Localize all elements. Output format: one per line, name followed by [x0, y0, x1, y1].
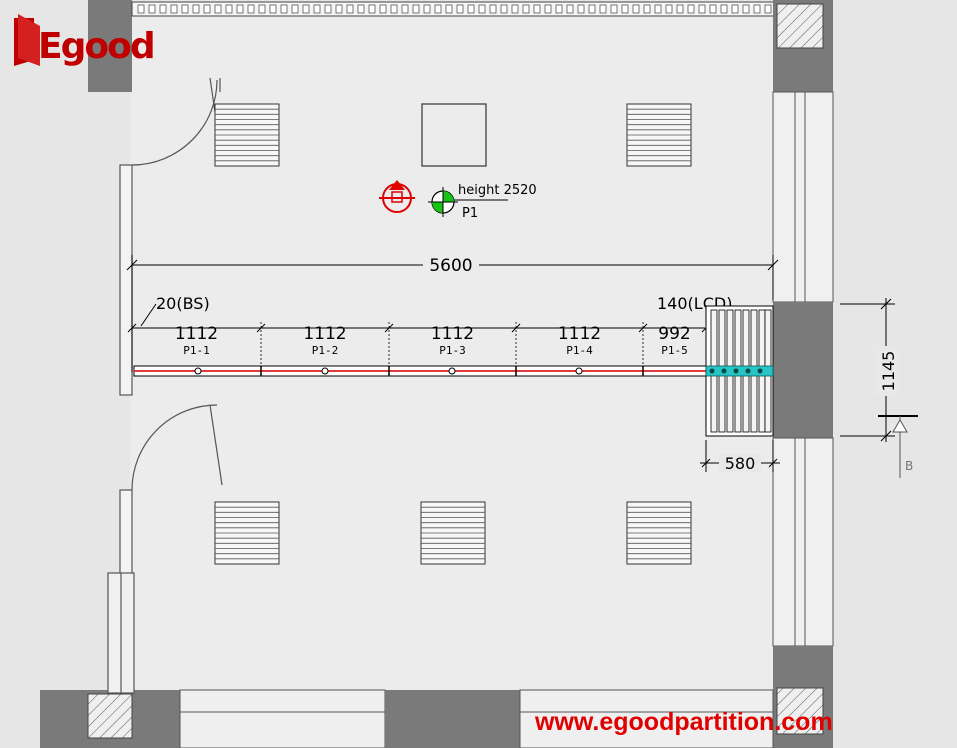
door-swing-bottom — [131, 404, 218, 491]
dimension-tick — [127, 323, 137, 333]
logo-text: Egood — [38, 26, 154, 67]
panel-stack — [705, 305, 774, 437]
height-label: height 2520 — [458, 183, 537, 198]
partition-track — [133, 365, 707, 377]
ceiling-hatch-icon — [421, 103, 487, 167]
panel-width-label: 992 — [658, 324, 690, 344]
ceiling-grilles — [214, 103, 692, 565]
bottom-wall — [40, 689, 774, 748]
panel-label: P1-2 — [312, 344, 339, 357]
panel-width-label: 1112 — [431, 324, 474, 344]
door-swing-top — [131, 79, 218, 166]
left-clearance-leader — [140, 303, 157, 327]
hvac-grille-icon — [420, 501, 486, 565]
track-hanger — [448, 367, 456, 375]
overall-dimension-label: 5600 — [429, 256, 472, 276]
track-hanger — [575, 367, 583, 375]
stack-connector — [733, 368, 739, 374]
stack-connector — [745, 368, 751, 374]
hvac-grille-icon — [626, 103, 692, 167]
stack-connector — [709, 368, 715, 374]
hvac-grille-icon — [214, 103, 280, 167]
section-mark-label: B — [905, 459, 913, 473]
hvac-marker-icon — [379, 180, 415, 213]
panel-label: P1-3 — [439, 344, 466, 357]
panel-width-label: 1112 — [175, 324, 218, 344]
left-wall — [107, 77, 223, 694]
partition-id-label: P1 — [462, 206, 478, 221]
concrete-column — [773, 302, 833, 438]
panel-width-label: 1112 — [303, 324, 346, 344]
panel-label: P1-4 — [566, 344, 593, 357]
left-clearance-label: 20(BS) — [156, 294, 210, 313]
track-hanger — [194, 367, 202, 375]
website-url: www.egoodpartition.com — [534, 708, 833, 736]
egood-logo: Egood — [14, 14, 156, 67]
section-marker-icon — [878, 415, 918, 478]
hvac-grille-icon — [214, 501, 280, 565]
stack-connector — [757, 368, 763, 374]
panel-label: P1-1 — [183, 344, 210, 357]
hvac-grille-icon — [626, 501, 692, 565]
height-marker-icon — [428, 187, 458, 217]
panel-width-label: 1112 — [558, 324, 601, 344]
panel-label: P1-5 — [661, 344, 688, 357]
stack-length-label: 1145 — [879, 351, 898, 392]
stack-depth-label: 580 — [725, 454, 756, 473]
track-hanger — [321, 367, 329, 375]
right-wall — [772, 0, 834, 748]
stack-connector — [721, 368, 727, 374]
